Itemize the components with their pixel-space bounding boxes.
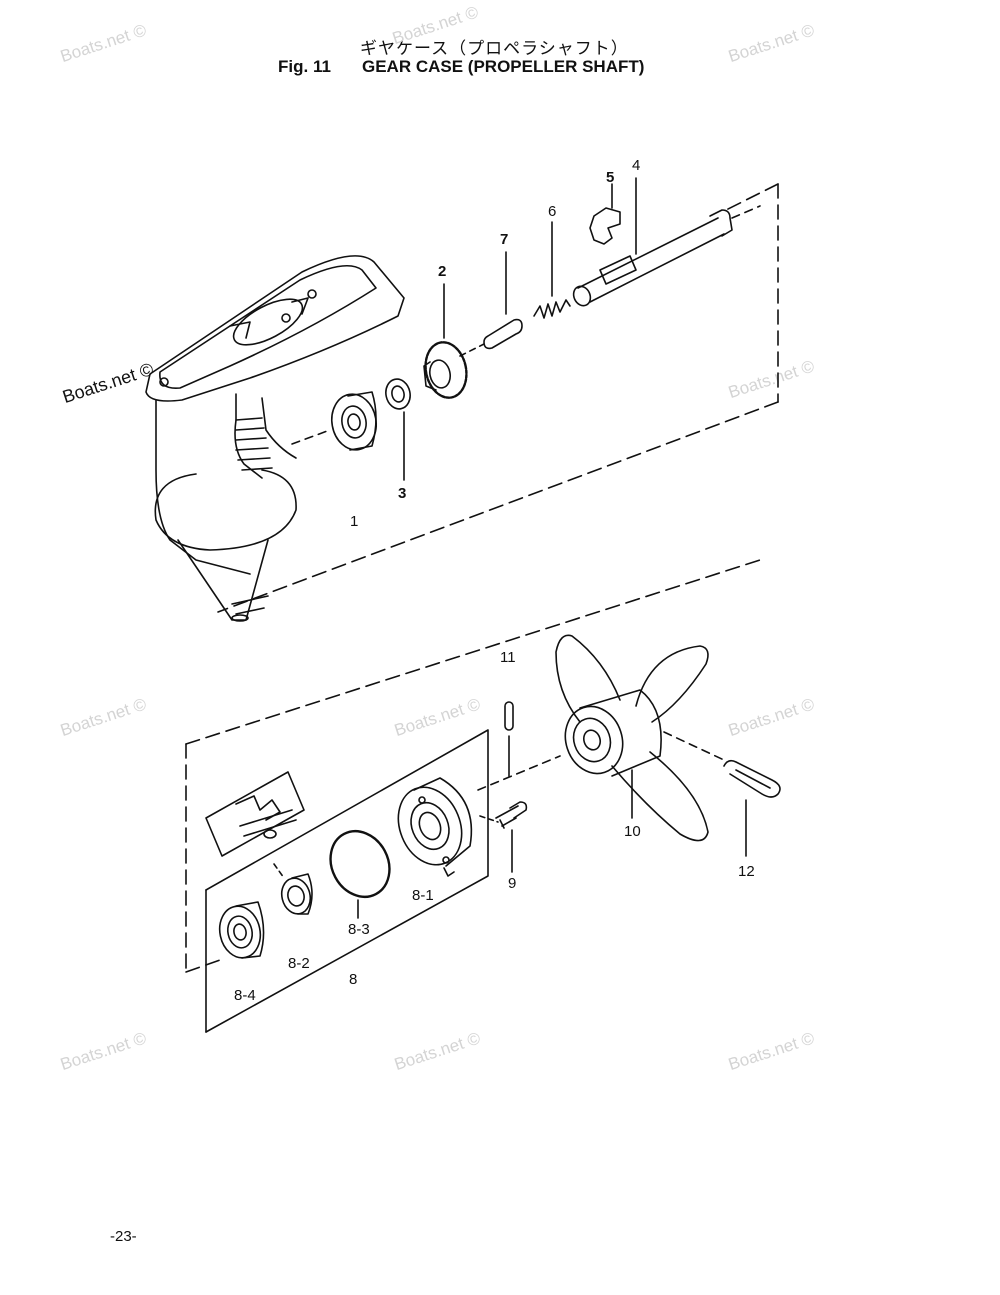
propeller-drawing — [555, 634, 725, 842]
cotter-pin-drawing — [723, 759, 781, 857]
bolt-drawing — [479, 801, 528, 873]
part-label: 8-3 — [348, 921, 370, 938]
washer-drawing — [385, 378, 411, 481]
bearing-drawing — [291, 391, 378, 451]
page-number: -23- — [110, 1228, 137, 1245]
lower-assembly-frame — [185, 559, 761, 973]
pin-drawing — [459, 251, 523, 357]
part-label: 5 — [606, 169, 614, 186]
title-japanese: ギヤケース（プロペラシャフト） — [360, 39, 629, 59]
part-label: 9 — [508, 875, 516, 892]
propeller-shaft-drawing — [572, 177, 761, 307]
seal-set-drawing — [235, 795, 297, 839]
clutch-drawing — [589, 183, 621, 245]
pin-11-drawing — [477, 701, 561, 791]
bearing-8-4-drawing — [218, 901, 265, 959]
gear-drawing — [423, 283, 468, 399]
part-label: 8-1 — [412, 887, 434, 904]
part-label: 4 — [632, 157, 640, 174]
part-label: 2 — [438, 263, 446, 280]
o-ring-drawing — [329, 830, 391, 919]
part-label: 8 — [349, 971, 357, 988]
oil-seal-drawing — [273, 863, 313, 915]
part-label: 6 — [548, 203, 556, 220]
part-label: 11 — [500, 649, 516, 666]
part-label: 8-2 — [288, 955, 310, 972]
part-label: 10 — [624, 823, 641, 840]
figure-number: Fig. 11 — [278, 57, 331, 76]
part-label: 3 — [398, 485, 406, 502]
gear-case-drawing — [145, 255, 405, 622]
part-labels: 1 2 3 4 5 6 7 8 8-1 8-2 8-3 8-4 9 10 11 … — [234, 157, 755, 1004]
figure-title: GEAR CASE (PROPELLER SHAFT) — [362, 57, 645, 76]
upper-assembly-frame — [217, 183, 779, 613]
part-label: 12 — [738, 863, 755, 880]
spring-drawing — [533, 221, 571, 319]
housing-drawing — [397, 777, 473, 877]
kit-8-frame — [205, 729, 489, 1033]
part-label: 8-4 — [234, 987, 256, 1004]
part-label: 1 — [350, 513, 358, 530]
part-label: 7 — [500, 231, 508, 248]
